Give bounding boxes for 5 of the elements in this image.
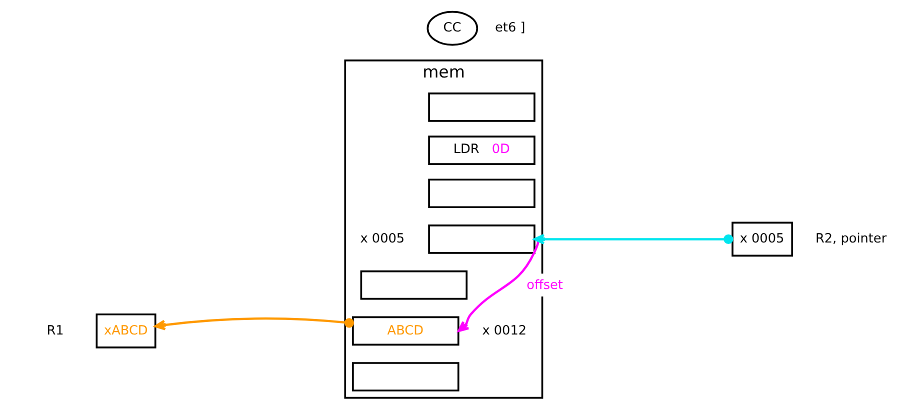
label: et6 ] — [494, 20, 525, 36]
node-label: x 0012 — [482, 323, 526, 338]
node-label: R1 — [46, 323, 64, 338]
node-label: R2, pointer — [814, 232, 886, 247]
node-label: x 0005 — [360, 232, 404, 247]
